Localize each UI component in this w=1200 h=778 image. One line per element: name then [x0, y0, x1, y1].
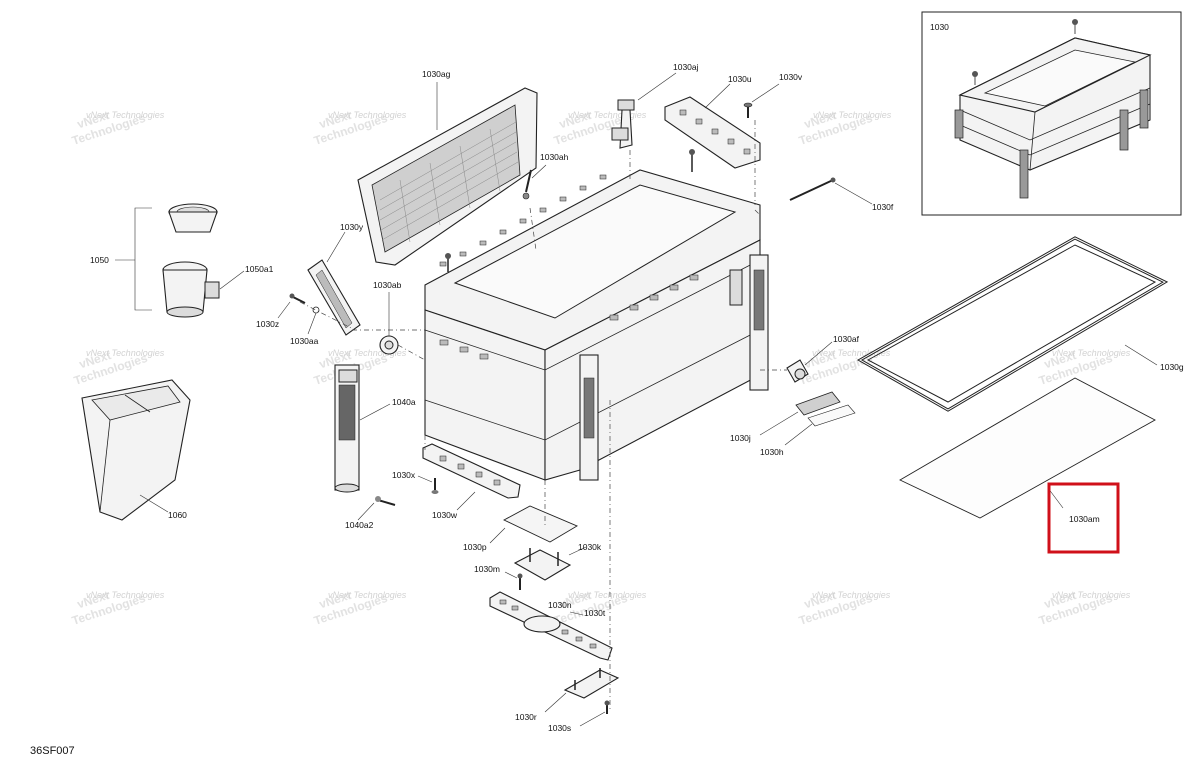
- watermark-text: vNext Technologies: [328, 110, 407, 120]
- mat-1030am: [899, 377, 1156, 519]
- cup-holder-1050: [162, 203, 220, 318]
- watermark-text: vNext Technologies: [568, 110, 647, 120]
- label-1040a: 1040a: [392, 397, 416, 407]
- label-1030h: 1030h: [760, 447, 784, 457]
- seal-1030g: [856, 236, 1169, 412]
- watermark-text: vNext Technologies: [328, 348, 407, 358]
- watermark-text: vNext Technologies: [813, 110, 892, 120]
- label-sticker-1030h: [807, 404, 856, 427]
- watermark-text: vNext Technologies: [1052, 348, 1131, 358]
- handle-bar-1030t: [489, 591, 613, 661]
- label-1030ah: 1030ah: [540, 152, 569, 162]
- watermark-text: vNext Technologies: [568, 590, 647, 600]
- label-1030f: 1030f: [872, 202, 894, 212]
- label-1030v: 1030v: [779, 72, 803, 82]
- label-1030n: 1030n: [548, 600, 572, 610]
- pad-1030p: [503, 505, 578, 543]
- inset-label: 1030: [930, 22, 949, 32]
- watermark-text: vNext Technologies: [1052, 590, 1131, 600]
- label-1030ab: 1030ab: [373, 280, 402, 290]
- label-1030am: 1030am: [1069, 514, 1100, 524]
- screw-1030s: [604, 700, 610, 714]
- label-1030j: 1030j: [730, 433, 751, 443]
- diagram-code: 36SF007: [30, 745, 75, 757]
- label-1030af: 1030af: [833, 334, 860, 344]
- label-1030ag: 1030ag: [422, 69, 451, 79]
- label-1030m: 1030m: [474, 564, 500, 574]
- watermark-text: vNext Technologies: [86, 590, 165, 600]
- knob-1030ab: [379, 335, 399, 355]
- rail-1030w: [422, 443, 521, 499]
- label-1030g: 1030g: [1160, 362, 1184, 372]
- label-1030u: 1030u: [728, 74, 752, 84]
- knob-1030af: [786, 359, 809, 383]
- label-1030s: 1030s: [548, 723, 571, 733]
- bracket-1030k: [513, 548, 572, 581]
- assembled-view-inset: 1030: [921, 11, 1182, 216]
- watermark-text: vNext Technologies: [86, 110, 165, 120]
- plate-1030j: [795, 391, 841, 416]
- main-box-body: [424, 149, 761, 481]
- label-1030k: 1030k: [578, 542, 602, 552]
- label-1050: 1050: [90, 255, 109, 265]
- label-1030y: 1030y: [340, 222, 364, 232]
- label-1030p: 1030p: [463, 542, 487, 552]
- label-1030r: 1030r: [515, 712, 537, 722]
- screw-1030x: [431, 478, 439, 494]
- box-legs: [579, 254, 769, 481]
- alignment-lines: [299, 120, 787, 710]
- bin-1060: [81, 379, 191, 521]
- hinge-bar-1030u: [664, 96, 761, 169]
- label-1030w: 1030w: [432, 510, 458, 520]
- screw-1040a2: [375, 496, 396, 506]
- handle-1030y: [307, 259, 361, 336]
- screw-1030ah: [522, 169, 532, 200]
- label-1030aa: 1030aa: [290, 336, 319, 346]
- label-1040a2: 1040a2: [345, 520, 374, 530]
- watermark-text: vNext Technologies: [812, 590, 891, 600]
- screw-1030v: [743, 102, 753, 118]
- label-1030t: 1030t: [584, 608, 606, 618]
- label-1030aj: 1030aj: [673, 62, 699, 72]
- screw-1030m: [517, 573, 523, 590]
- label-1050a1: 1050a1: [245, 264, 274, 274]
- bracket-1030r: [563, 668, 620, 699]
- watermark-text: vNext Technologies: [86, 348, 165, 358]
- assembled-box-illustration: [954, 19, 1152, 199]
- leg-1040a: [334, 364, 360, 493]
- rod-1030f: [789, 177, 836, 201]
- latch-1030aj: [611, 99, 635, 149]
- label-1030x: 1030x: [392, 470, 416, 480]
- highlight-box-1030am: [1047, 482, 1120, 554]
- watermark-text: vNext Technologies: [812, 348, 891, 358]
- watermark-text: vNext Technologies: [328, 590, 407, 600]
- label-1060: 1060: [168, 510, 187, 520]
- label-1030z: 1030z: [256, 319, 279, 329]
- lid-1030ag: [357, 87, 538, 266]
- washer-1030aa: [312, 306, 320, 314]
- screw-1030z: [289, 293, 306, 304]
